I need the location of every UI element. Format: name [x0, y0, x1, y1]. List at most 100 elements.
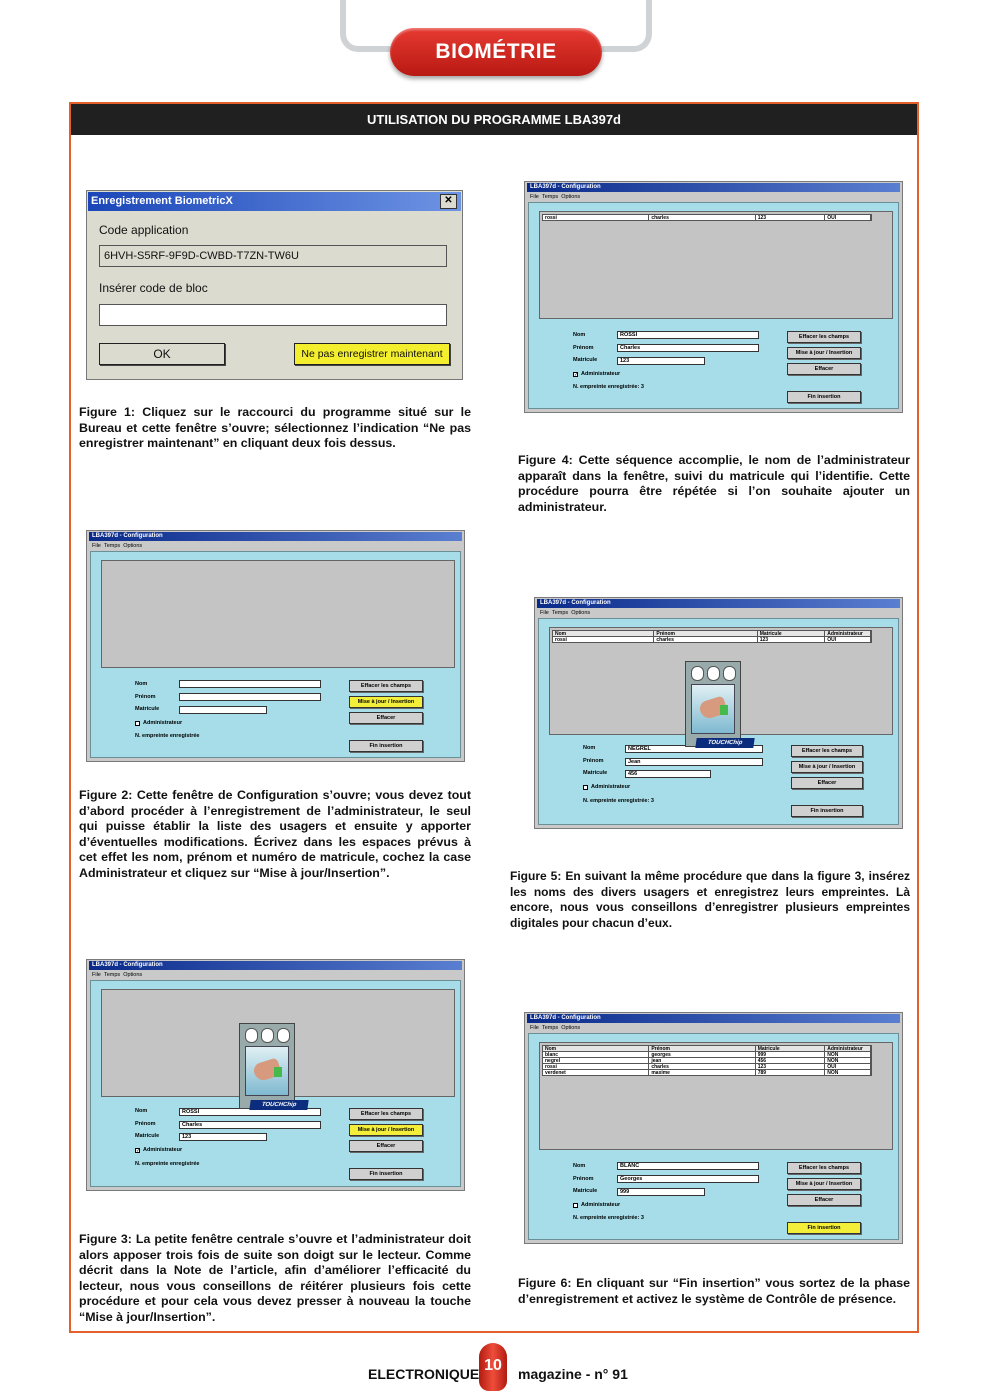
arrow-icon	[274, 1067, 282, 1077]
menu-bar: File Temps Options	[537, 609, 900, 617]
update-insert-button[interactable]: Mise à jour / Insertion	[349, 1124, 423, 1136]
admin-checkbox[interactable]	[135, 721, 140, 726]
delete-button[interactable]: Effacer	[787, 1194, 861, 1206]
dialog-title: Enregistrement BiometricX	[88, 192, 461, 211]
users-grid	[101, 560, 455, 668]
client-area: Nom Prénom Matricule Administrateur N. e…	[90, 551, 461, 758]
touchchip-logo: TOUCHChip	[695, 738, 755, 748]
update-insert-button[interactable]: Mise à jour / Insertion	[787, 1178, 861, 1190]
prenom-label: Prénom	[583, 758, 604, 764]
end-insertion-button[interactable]: Fin insertion	[349, 1168, 423, 1180]
prenom-field[interactable]: Charles	[179, 1121, 321, 1129]
admin-checkbox[interactable]: ✓	[135, 1148, 141, 1154]
window-title: LBA397d - Configuration	[527, 183, 900, 192]
end-insertion-button[interactable]: Fin insertion	[349, 740, 423, 752]
nom-field[interactable]	[179, 680, 321, 688]
menu-options[interactable]: Options	[123, 543, 143, 549]
window-title: LBA397d - Configuration	[89, 961, 462, 970]
later-button[interactable]: Ne pas enregistrer maintenant	[294, 343, 450, 365]
menu-temps[interactable]: Temps	[551, 610, 569, 616]
client-area: Nom Prénom Matricule ROSSI Charles 123 ✓…	[90, 980, 461, 1187]
article-frame	[69, 102, 919, 1333]
window-title: LBA397d - Configuration	[89, 532, 462, 541]
menu-temps[interactable]: Temps	[103, 543, 121, 549]
menu-bar: File Temps Options	[89, 542, 462, 550]
matricule-field[interactable]: 456	[625, 770, 711, 778]
update-insert-button[interactable]: Mise à jour / Insertion	[791, 761, 863, 773]
nom-label: Nom	[573, 332, 586, 338]
prenom-field[interactable]: Jean	[625, 758, 763, 766]
empreinte-label: N. empreinte enregistrée: 3	[573, 384, 644, 390]
delete-button[interactable]: Effacer	[349, 1140, 423, 1152]
figure-1-caption: Figure 1: Cliquez sur le raccourci du pr…	[79, 405, 471, 451]
matricule-field[interactable]: 123	[617, 357, 705, 365]
end-insertion-button[interactable]: Fin insertion	[787, 391, 861, 403]
menu-temps[interactable]: Temps	[541, 194, 559, 200]
delete-button[interactable]: Effacer	[349, 712, 423, 724]
section-title: BIOMÉTRIE	[390, 28, 602, 76]
empreinte-label: N. empreinte enregistrée: 3	[573, 1215, 644, 1221]
menu-options[interactable]: Options	[123, 972, 143, 978]
close-icon[interactable]: ✕	[440, 194, 457, 209]
menu-file[interactable]: File	[92, 972, 101, 978]
clear-fields-button[interactable]: Effacer les champs	[349, 680, 423, 692]
matricule-label: Matricule	[135, 706, 160, 712]
figure-2-caption: Figure 2: Cette fenêtre de Configuration…	[79, 788, 471, 880]
menu-bar: File Temps Options	[527, 193, 900, 201]
matricule-field[interactable]	[179, 706, 267, 714]
clear-fields-button[interactable]: Effacer les champs	[349, 1108, 423, 1120]
end-insertion-button[interactable]: Fin insertion	[787, 1222, 861, 1234]
menu-temps[interactable]: Temps	[103, 972, 121, 978]
matricule-label: Matricule	[573, 357, 598, 363]
menu-options[interactable]: Options	[571, 610, 591, 616]
admin-checkbox[interactable]	[583, 785, 588, 790]
clear-fields-button[interactable]: Effacer les champs	[791, 745, 863, 757]
prenom-label: Prénom	[573, 1176, 594, 1182]
fingerprint-pad	[245, 1046, 289, 1096]
update-insert-button[interactable]: Mise à jour / Insertion	[349, 696, 423, 708]
nom-field[interactable]: BLANC	[617, 1162, 759, 1170]
clear-fields-button[interactable]: Effacer les champs	[787, 331, 861, 343]
nom-label: Nom	[135, 1108, 148, 1114]
prenom-label: Prénom	[573, 345, 594, 351]
empreinte-label: N. empreinte enregistrée	[135, 733, 200, 739]
fingerprint-popup: TOUCHChip	[239, 1023, 309, 1110]
delete-button[interactable]: Effacer	[787, 363, 861, 375]
menu-file[interactable]: File	[530, 1025, 539, 1031]
admin-checkbox[interactable]: ✓	[573, 372, 579, 378]
fingerprint-pad	[691, 684, 735, 734]
menu-options[interactable]: Options	[561, 194, 581, 200]
menu-temps[interactable]: Temps	[541, 1025, 559, 1031]
ok-button[interactable]: OK	[99, 343, 225, 365]
admin-label: Administrateur	[143, 720, 183, 726]
prenom-field[interactable]: Georges	[617, 1175, 759, 1183]
figure-5-window: LBA397d - Configuration File Temps Optio…	[534, 597, 903, 829]
menu-file[interactable]: File	[530, 194, 539, 200]
figure-4-caption: Figure 4: Cette séquence accomplie, le n…	[518, 453, 910, 514]
menu-file[interactable]: File	[540, 610, 549, 616]
end-insertion-button[interactable]: Fin insertion	[791, 805, 863, 817]
prenom-field[interactable]	[179, 693, 321, 701]
prenom-field[interactable]: Charles	[617, 344, 759, 352]
bloc-input[interactable]	[99, 304, 447, 326]
matricule-field[interactable]: 999	[617, 1188, 705, 1196]
fingerprint-popup: TOUCHChip	[685, 661, 755, 748]
figure-6-caption: Figure 6: En cliquant sur “Fin insertion…	[518, 1276, 910, 1306]
matricule-field[interactable]: 123	[179, 1133, 267, 1141]
admin-checkbox[interactable]	[573, 1203, 578, 1208]
delete-button[interactable]: Effacer	[791, 777, 863, 789]
nom-label: Nom	[135, 681, 148, 687]
menu-options[interactable]: Options	[561, 1025, 581, 1031]
code-field[interactable]: 6HVH-S5RF-9F9D-CWBD-T7ZN-TW6U	[99, 245, 447, 267]
menu-file[interactable]: File	[92, 543, 101, 549]
nom-field[interactable]: ROSSI	[617, 331, 759, 339]
nom-label: Nom	[573, 1163, 586, 1169]
update-insert-button[interactable]: Mise à jour / Insertion	[787, 347, 861, 359]
nom-label: Nom	[583, 745, 596, 751]
clear-fields-button[interactable]: Effacer les champs	[787, 1162, 861, 1174]
